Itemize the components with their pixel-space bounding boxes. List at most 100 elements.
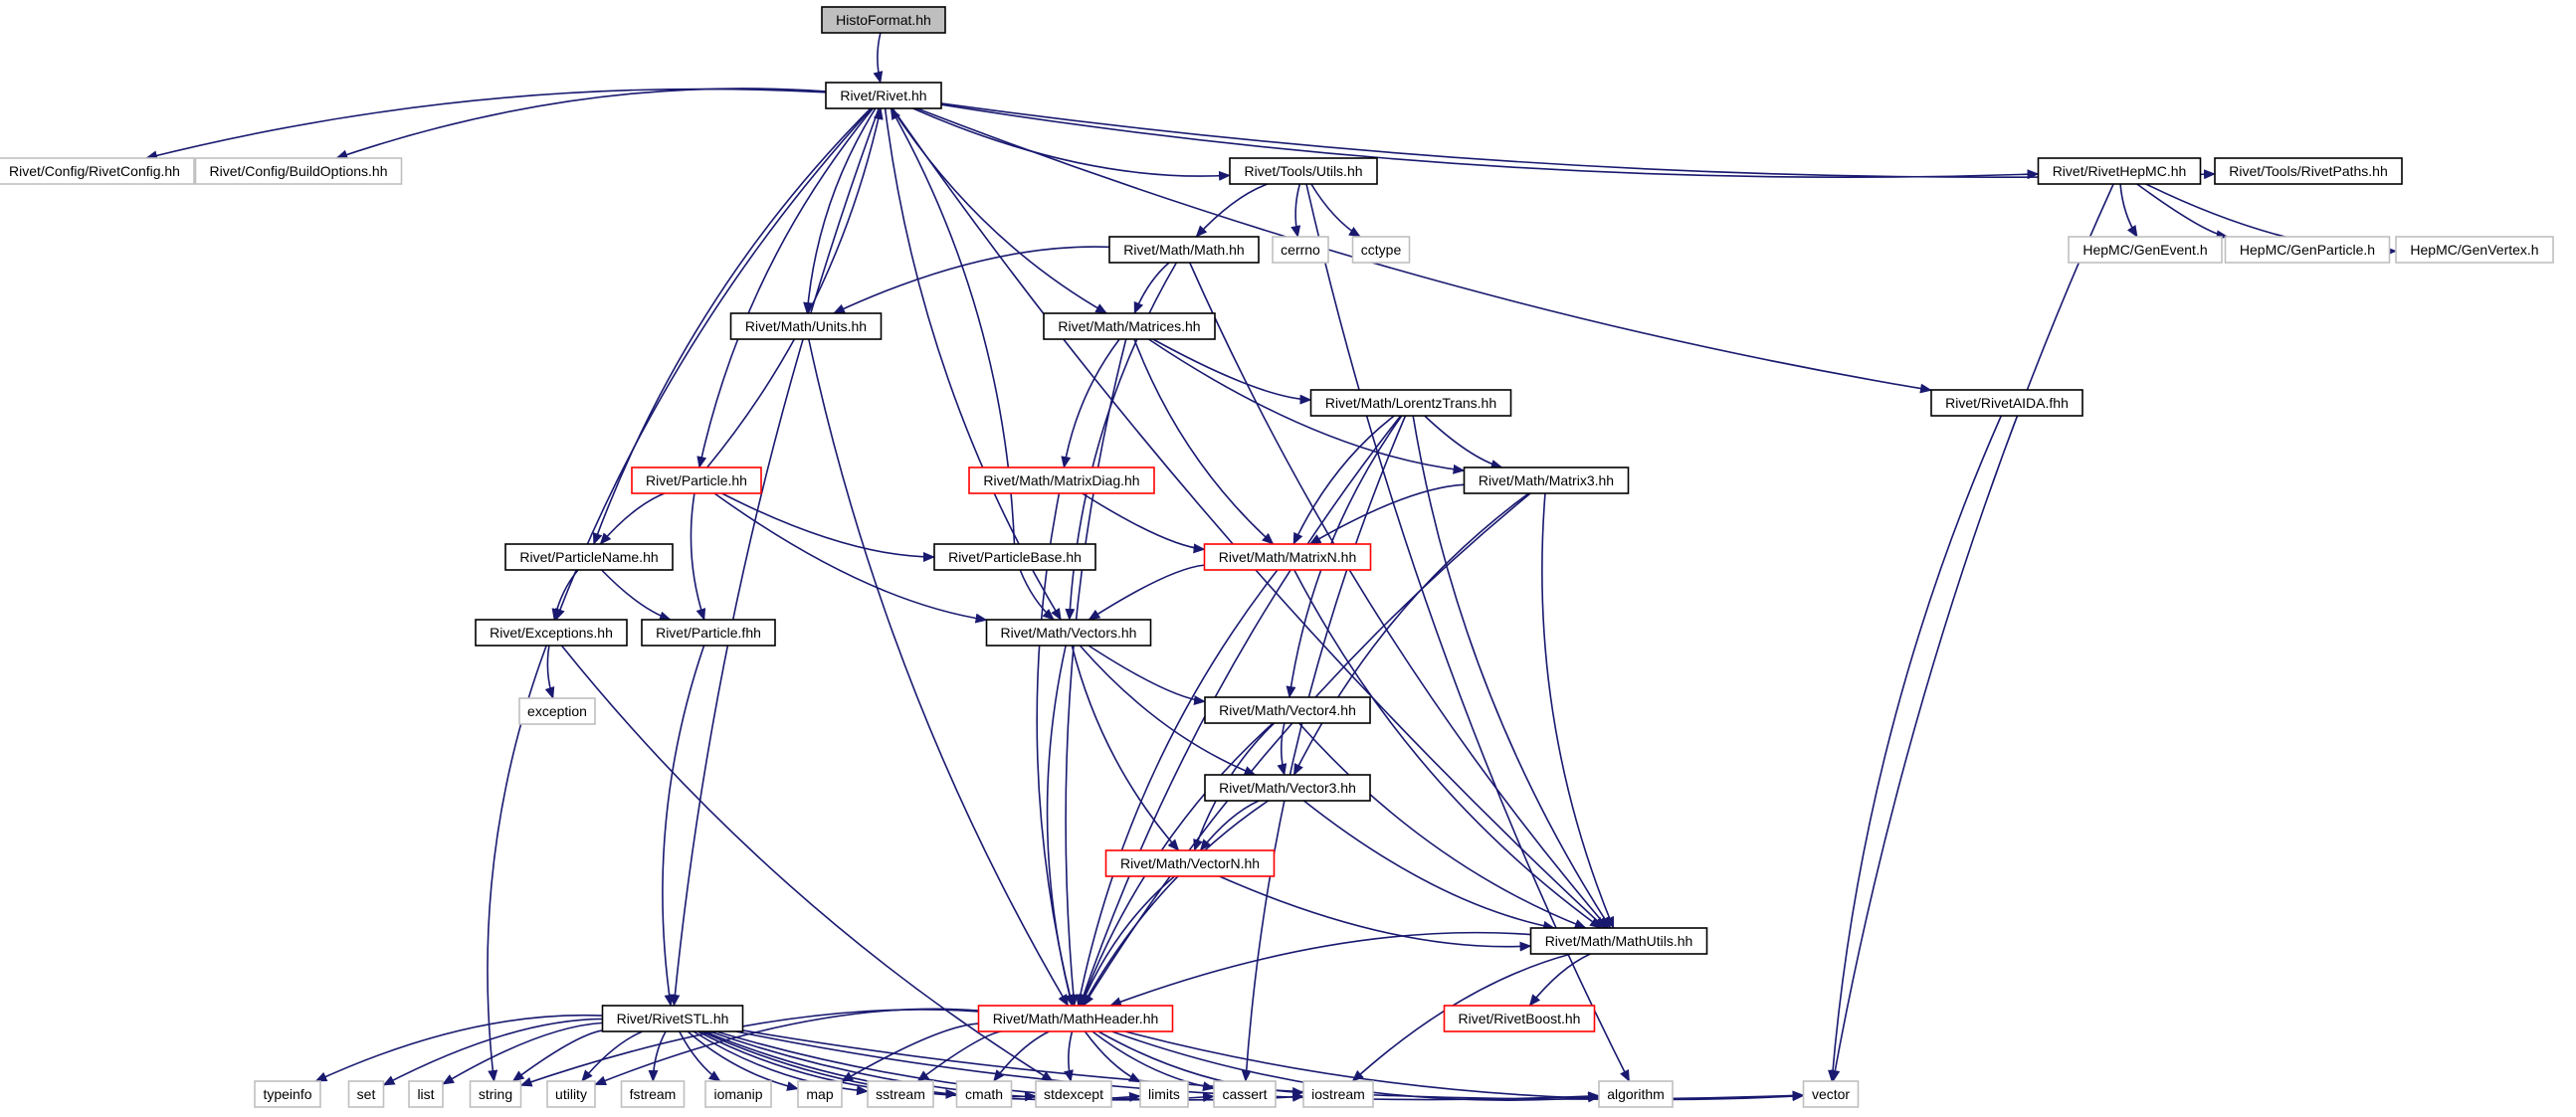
node-map: map: [797, 1080, 843, 1108]
edge-particle-to-vectors: [713, 492, 988, 624]
node-rivethepmc[interactable]: Rivet/RivetHepMC.hh: [2037, 157, 2202, 185]
node-label: HepMC/GenVertex.h: [2410, 242, 2538, 258]
node-label: set: [357, 1086, 376, 1102]
edge-toolsutils-to-cctype: [1310, 183, 1361, 238]
node-particlefhh[interactable]: Rivet/Particle.fhh: [641, 619, 776, 647]
edge-mathheader-to-sstream: [916, 1030, 1002, 1082]
node-box: [1463, 466, 1630, 494]
node-box: [1035, 1080, 1112, 1108]
node-rivetpaths[interactable]: Rivet/Tools/RivetPaths.hh: [2214, 157, 2403, 185]
node-label: algorithm: [1607, 1086, 1665, 1102]
node-label: limits: [1148, 1086, 1180, 1102]
edge-particle-to-particlename: [599, 492, 666, 545]
node-lorentz[interactable]: Rivet/Math/LorentzTrans.hh: [1309, 389, 1512, 417]
edge-mathheader-to-limits: [1084, 1030, 1141, 1083]
node-matrices[interactable]: Rivet/Math/Matrices.hh: [1043, 312, 1216, 340]
node-label: iomanip: [713, 1086, 762, 1102]
node-particlebase[interactable]: Rivet/ParticleBase.hh: [933, 543, 1096, 571]
node-matrixn[interactable]: Rivet/Math/MatrixN.hh: [1203, 543, 1372, 571]
edge-matrices-to-mathheader: [1065, 338, 1127, 1007]
edge-rivetstl-to-fstream: [648, 1030, 667, 1082]
node-units[interactable]: Rivet/Math/Units.hh: [729, 312, 883, 340]
node-rivetstl[interactable]: Rivet/RivetSTL.hh: [601, 1005, 744, 1032]
edge-rivethepmc-to-vector: [1830, 183, 2114, 1082]
node-rivet[interactable]: Rivet/Rivet.hh: [825, 82, 942, 109]
node-box: [518, 697, 596, 725]
node-label: Rivet/Math/MatrixDiag.hh: [983, 472, 1139, 488]
edge-aidafhh-to-vector: [1828, 415, 2003, 1082]
node-label: exception: [527, 703, 587, 719]
node-label: cerrno: [1281, 242, 1320, 258]
node-label: Rivet/Math/Matrix3.hh: [1479, 472, 1614, 488]
node-matrixdiag[interactable]: Rivet/Math/MatrixDiag.hh: [968, 466, 1155, 494]
node-box: [1104, 849, 1276, 877]
nodes-layer: HistoFormat.hhRivet/Rivet.hhRivet/Config…: [0, 6, 2554, 1108]
edge-matrix3-to-vector3: [1292, 492, 1529, 776]
node-rivetboost[interactable]: Rivet/RivetBoost.hh: [1443, 1005, 1596, 1032]
node-box: [1139, 1080, 1189, 1108]
node-box: [977, 1005, 1174, 1032]
node-genvertex: HepMC/GenVertex.h: [2395, 236, 2554, 264]
node-label: utility: [555, 1086, 587, 1102]
edge-lorentz-to-cassert: [1241, 415, 1407, 1082]
edge-matrices-to-matrixn: [1133, 338, 1275, 545]
node-label: HepMC/GenEvent.h: [2082, 242, 2207, 258]
node-label: Rivet/Math/Vectors.hh: [1001, 625, 1137, 641]
node-matrix3[interactable]: Rivet/Math/Matrix3.hh: [1463, 466, 1630, 494]
node-label: Rivet/Math/Vector4.hh: [1219, 702, 1356, 718]
node-sstream: sstream: [867, 1080, 934, 1108]
edge-mathutils-to-iostream: [1351, 953, 1572, 1082]
edge-rivet-to-buildoptions: [335, 88, 827, 160]
node-vectorn[interactable]: Rivet/Math/VectorN.hh: [1104, 849, 1276, 877]
node-label: Rivet/RivetBoost.hh: [1459, 1011, 1581, 1026]
node-fstream: fstream: [620, 1080, 686, 1108]
edge-lorentz-to-mathutils: [1412, 415, 1612, 929]
edge-rivet-to-rivetconfig: [145, 88, 827, 161]
node-toolsutils[interactable]: Rivet/Tools/Utils.hh: [1229, 157, 1378, 185]
node-aidafhh[interactable]: Rivet/RivetAIDA.fhh: [1930, 389, 2083, 417]
edge-matrices-to-matrixdiag: [1061, 338, 1120, 468]
node-label: HepMC/GenParticle.h: [2240, 242, 2375, 258]
node-cmath: cmath: [955, 1080, 1013, 1108]
node-label: string: [479, 1086, 512, 1102]
edge-mathheader-to-cmath: [993, 1030, 1050, 1082]
node-label: cassert: [1222, 1086, 1267, 1102]
node-particlename[interactable]: Rivet/ParticleName.hh: [504, 543, 674, 571]
node-vector4[interactable]: Rivet/Math/Vector4.hh: [1204, 696, 1371, 724]
node-histoformat[interactable]: HistoFormat.hh: [821, 6, 946, 34]
node-exceptions[interactable]: Rivet/Exceptions.hh: [475, 619, 628, 647]
node-stdexcept: stdexcept: [1035, 1080, 1112, 1108]
edge-rivetstl-to-map: [687, 1030, 799, 1091]
edge-rivetstl-to-list: [442, 1022, 603, 1085]
edge-rivet-to-particlename: [592, 107, 872, 545]
edge-matrix3-to-matrixn: [1308, 483, 1465, 545]
node-box: [968, 466, 1155, 494]
edge-rivet-to-mathutils: [892, 107, 1606, 929]
node-label: Rivet/Rivet.hh: [840, 88, 926, 103]
node-mathmath[interactable]: Rivet/Math/Math.hh: [1108, 236, 1260, 264]
edge-mathmath-to-matrices: [1133, 262, 1170, 314]
node-box: [704, 1080, 772, 1108]
node-vectors[interactable]: Rivet/Math/Vectors.hh: [985, 619, 1152, 647]
edge-vector4-to-vector3: [1277, 722, 1288, 776]
node-limits: limits: [1139, 1080, 1189, 1108]
edge-rivetstl-to-set: [382, 1018, 603, 1086]
edge-mathheader-to-vector: [1124, 1030, 1805, 1102]
edge-matrices-to-lorentz: [1152, 338, 1312, 405]
node-label: Rivet/Math/MathUtils.hh: [1545, 933, 1693, 949]
edge-mathutils-to-mathheader: [1109, 931, 1531, 1007]
edge-lorentz-to-matrixn: [1292, 415, 1395, 545]
node-particle[interactable]: Rivet/Particle.hh: [631, 466, 762, 494]
node-box: [933, 543, 1096, 571]
edge-mathheader-to-map: [841, 1023, 979, 1083]
node-vector3[interactable]: Rivet/Math/Vector3.hh: [1204, 774, 1371, 802]
edge-rivethepmc-to-genevent: [2119, 183, 2138, 238]
node-label: map: [806, 1086, 833, 1102]
node-box: [1302, 1080, 1374, 1108]
node-mathheader[interactable]: Rivet/Math/MathHeader.hh: [977, 1005, 1174, 1032]
node-genparticle: HepMC/GenParticle.h: [2224, 236, 2391, 264]
edge-units-to-mathheader: [808, 338, 1070, 1007]
node-box: [867, 1080, 934, 1108]
node-mathutils[interactable]: Rivet/Math/MathUtils.hh: [1529, 927, 1708, 955]
node-cassert: cassert: [1213, 1080, 1277, 1108]
